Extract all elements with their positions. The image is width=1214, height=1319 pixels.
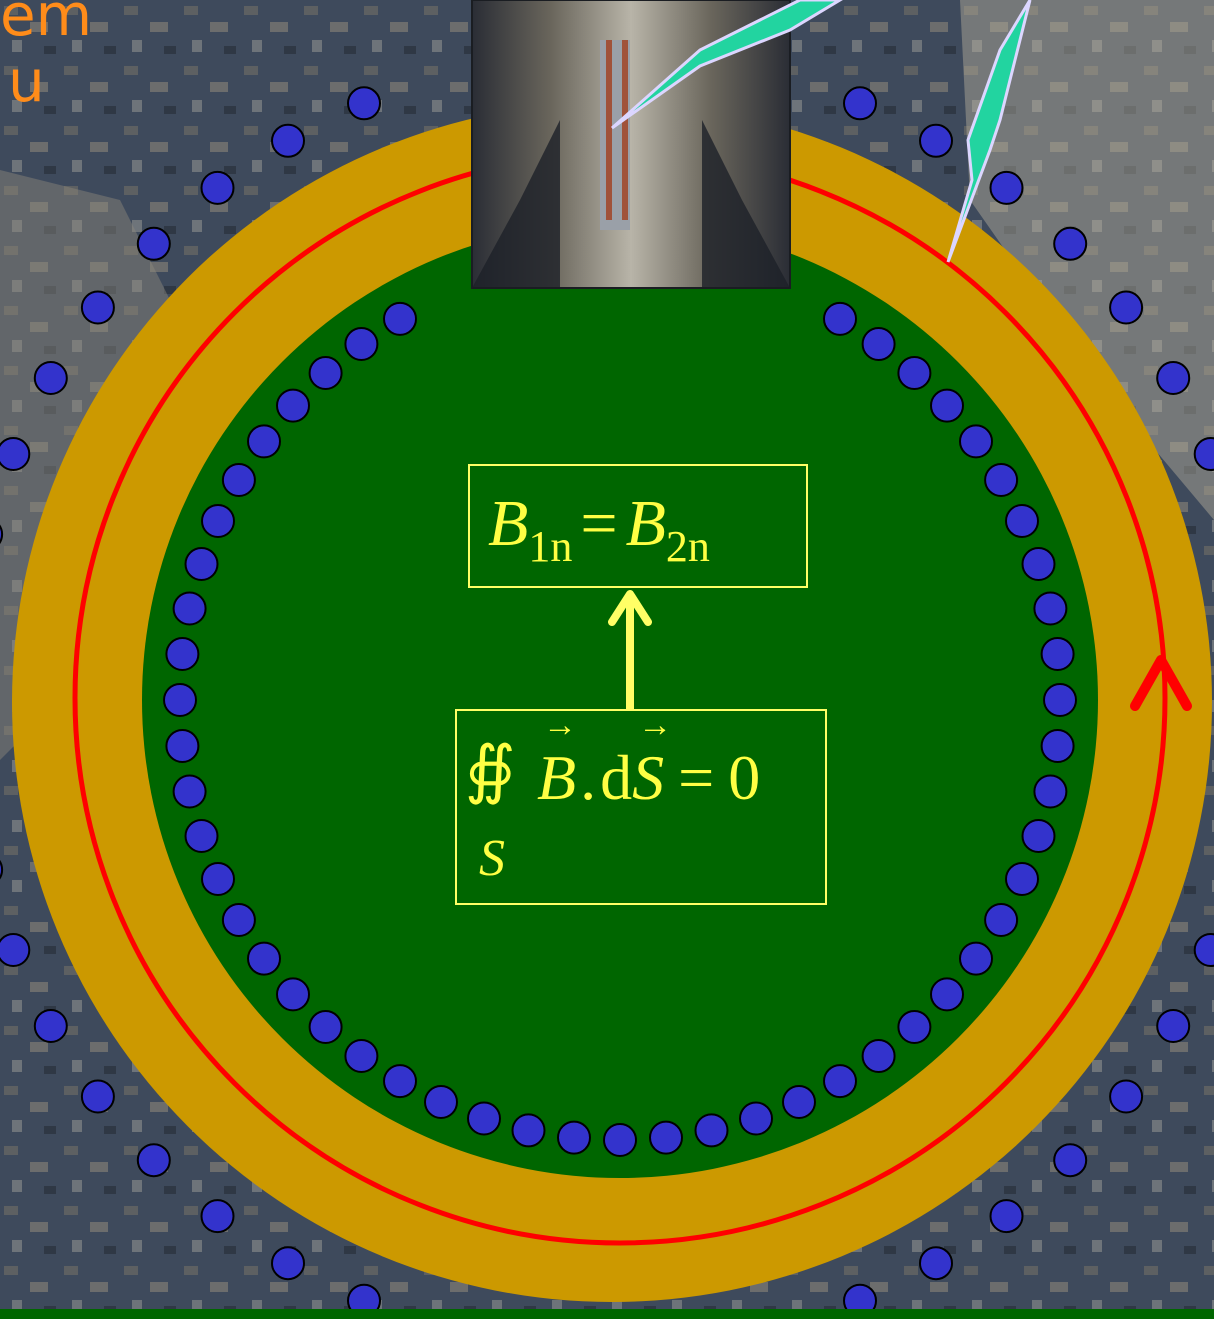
surface-integral-symbol: ∯ [465,733,516,807]
blue-dot [1023,820,1055,852]
blue-dot [1110,1081,1142,1113]
blue-dot [348,87,380,119]
blue-dot [931,978,963,1010]
blue-dot [202,863,234,895]
blue-dot [920,125,952,157]
blue-dot [0,438,29,470]
blue-dot [272,125,304,157]
blue-dot [1042,638,1074,670]
blue-dot [138,1144,170,1176]
blue-dot [166,638,198,670]
blue-dot [960,425,992,457]
blue-dot [558,1122,590,1154]
blue-dot [384,303,416,335]
blue-dot [202,505,234,537]
blue-dot [985,904,1017,936]
blue-dot [272,1247,304,1279]
blue-dot [277,978,309,1010]
blue-dot [898,357,930,389]
blue-dot [696,1114,728,1146]
blue-dot [468,1103,500,1135]
bottom-strip [0,1309,1214,1319]
blue-dot [277,390,309,422]
blue-dot [604,1124,636,1156]
blue-dot [1054,1144,1086,1176]
blue-dot [960,943,992,975]
blue-dot [740,1103,772,1135]
lhs-symbol: B [488,487,528,560]
corner-text: em u [0,0,92,114]
equation-bottom-content: B.dS=0 [537,741,760,815]
blue-dot [1034,776,1066,808]
blue-dot [310,357,342,389]
blue-dot [186,548,218,580]
blue-dot [513,1114,545,1146]
corner-text-line2: u [8,48,92,114]
surface-label: S [479,829,505,888]
blue-dot [1054,228,1086,260]
blue-dot [863,1040,895,1072]
equation-top-content: B1n=B2n [488,486,710,572]
blue-dot [1110,292,1142,324]
equals-operator: = [664,742,728,813]
blue-dot [425,1086,457,1118]
blue-dot [898,1011,930,1043]
blue-dot [824,1065,856,1097]
blue-dot [345,328,377,360]
blue-dot [650,1122,682,1154]
blue-dot [174,776,206,808]
blue-dot [931,390,963,422]
blue-dot [991,1200,1023,1232]
blue-dot [0,934,29,966]
blue-dot [824,303,856,335]
blue-dot [164,684,196,716]
blue-dot [174,593,206,625]
blue-dot [35,362,67,394]
lhs-subscript: 1n [528,522,572,571]
blue-dot [248,943,280,975]
corner-text-line1: em [0,0,92,48]
boundary-condition-equation: B1n=B2n [468,464,808,588]
equals-operator: = [572,487,625,560]
blue-dot [1044,684,1076,716]
blue-dot [166,730,198,762]
blue-dot [202,172,234,204]
blue-dot [138,228,170,260]
blue-dot [985,464,1017,496]
blue-dot [202,1200,234,1232]
blue-dot [1157,1010,1189,1042]
blue-dot [35,1010,67,1042]
blue-dot [1042,730,1074,762]
blue-dot [1006,505,1038,537]
blue-dot [82,292,114,324]
gauss-law-equation: ∯ B.dS=0 S [455,709,827,905]
blue-dot [991,172,1023,204]
blue-dot [345,1040,377,1072]
blue-dot [1157,362,1189,394]
blue-dot [920,1247,952,1279]
blue-dot [310,1011,342,1043]
blue-dot [82,1081,114,1113]
blue-dot [1034,593,1066,625]
rhs-subscript: 2n [666,522,710,571]
inner-disc [142,222,1098,1178]
dot-operator: . [576,742,600,813]
blue-dot [783,1086,815,1118]
blue-dot [186,820,218,852]
blue-dot [223,464,255,496]
area-vector: S [632,741,664,815]
rhs-symbol: B [626,487,666,560]
blue-dot [384,1065,416,1097]
rhs-zero: 0 [728,742,760,813]
blue-dot [844,87,876,119]
blue-dot [1023,548,1055,580]
blue-dot [248,425,280,457]
blue-dot [223,904,255,936]
blue-dot [863,328,895,360]
blue-dot [1006,863,1038,895]
differential-d: d [600,742,632,813]
field-vector: B [537,741,576,815]
